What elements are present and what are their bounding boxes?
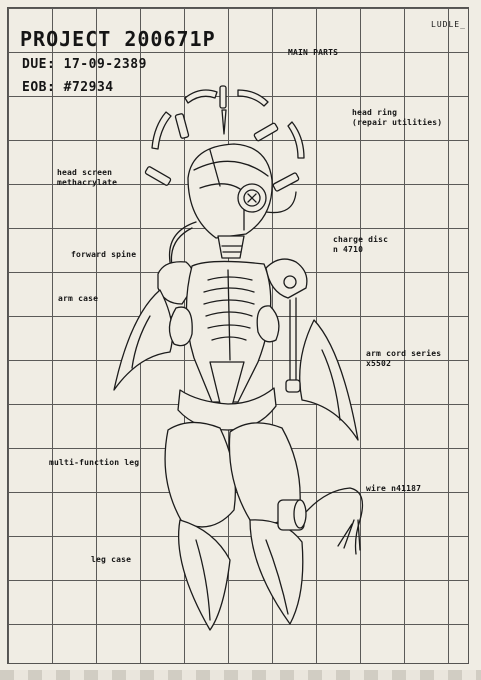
- label-wire: wire n41187: [366, 484, 422, 493]
- label-arm-cord: arm cord series x5502: [366, 349, 441, 369]
- label-head-ring: head ring (repair utilities): [352, 108, 442, 128]
- label-arm-cord-line2: x5502: [366, 359, 392, 368]
- eob-number: EOB: #72934: [22, 80, 114, 95]
- project-title: PROJECT 200671P: [20, 27, 216, 51]
- label-charge-disc: charge disc n 4710: [333, 235, 388, 255]
- label-arm-case: arm case: [58, 294, 99, 303]
- label-head-ring-line2: (repair utilities): [352, 118, 443, 127]
- torso: [168, 260, 280, 403]
- label-charge-disc-line2: n 4710: [333, 245, 364, 254]
- label-head-screen-line2: methacrylate: [57, 178, 118, 187]
- label-leg-case: leg case: [91, 555, 132, 564]
- spine-ribs: [203, 269, 255, 361]
- label-main-parts: MAIN PARTS: [288, 48, 339, 57]
- wire-assembly: [277, 487, 364, 555]
- label-head-screen-line1: head screen: [57, 168, 113, 177]
- helmet: [187, 143, 273, 239]
- label-multi-leg: multi-function leg: [49, 458, 140, 467]
- artist-signature: LUDLE_: [431, 20, 466, 29]
- sheet-bottom-edge: [0, 670, 481, 680]
- label-head-ring-line1: head ring: [352, 108, 398, 117]
- label-arm-cord-line1: arm cord series: [366, 349, 442, 358]
- legs: [164, 421, 304, 631]
- label-head-screen: head screen methacrylate: [57, 168, 117, 188]
- label-forward-spine: forward spine: [71, 250, 137, 259]
- due-date: DUE: 17-09-2389: [22, 57, 147, 72]
- label-charge-disc-line1: charge disc: [333, 235, 389, 244]
- head-ring-parts: [144, 85, 305, 192]
